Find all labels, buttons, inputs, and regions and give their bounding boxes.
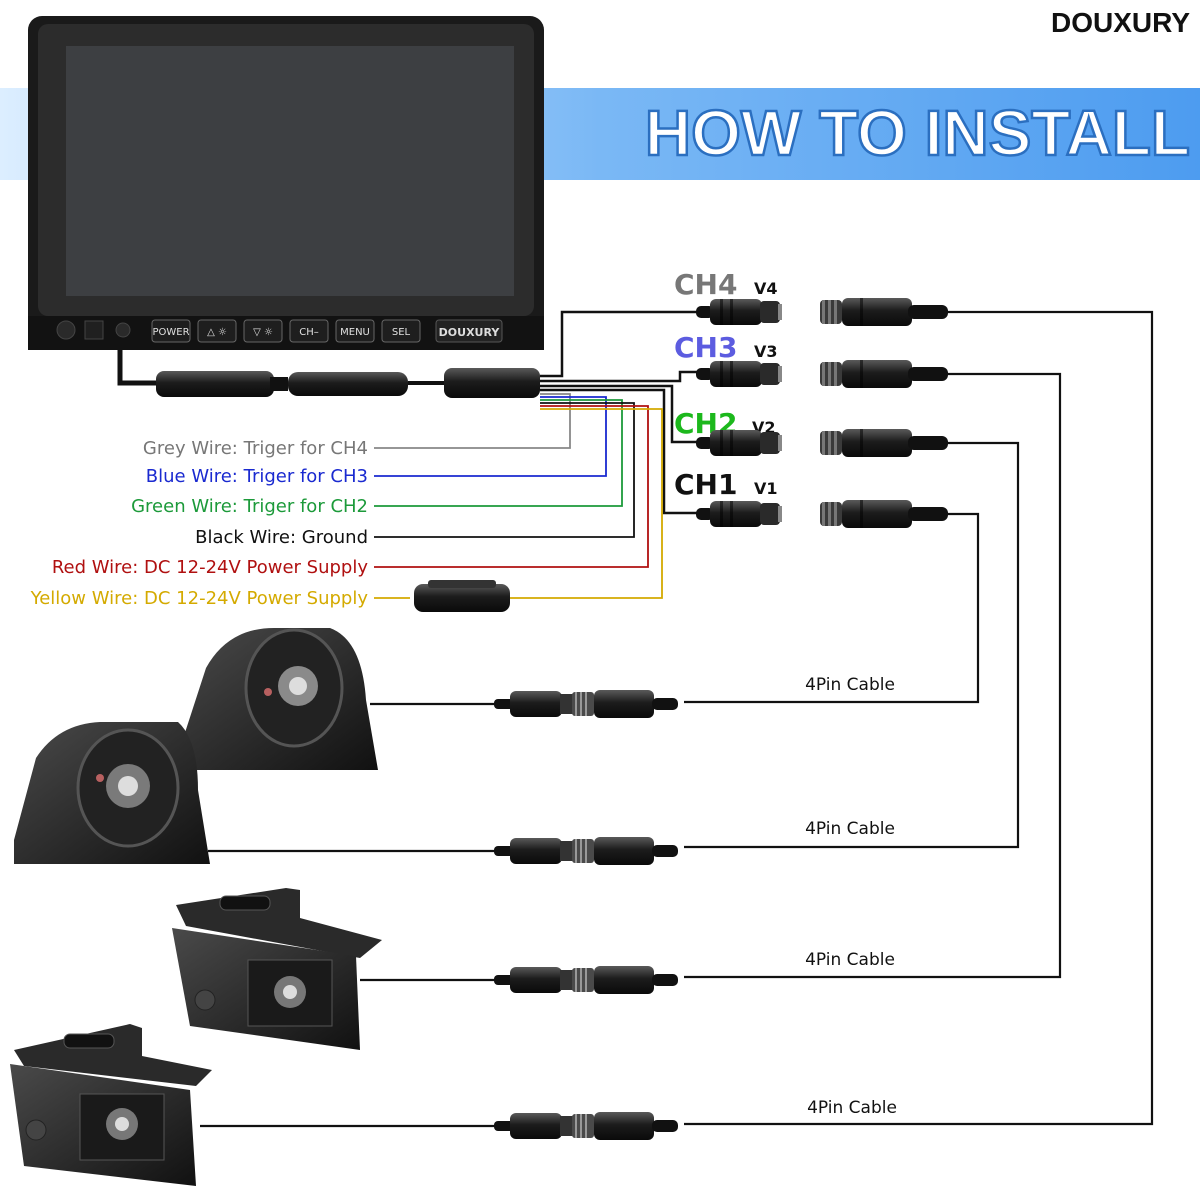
- male-connector: [696, 299, 782, 325]
- wire-label: Grey Wire: Triger for CH4: [143, 438, 368, 459]
- cable-label-group: 4Pin Cable 4Pin Cable 4Pin Cable 4Pin Cable: [805, 675, 897, 1118]
- dome-camera-icon: [14, 722, 210, 864]
- power-button-label: POWER: [152, 327, 189, 338]
- box-camera-icon: [10, 1024, 212, 1186]
- inline-connector-1: [494, 690, 678, 718]
- wire-label: Black Wire: Ground: [195, 527, 368, 548]
- sensor-icon: [56, 320, 76, 340]
- splitter-hub: [444, 368, 540, 398]
- channel-label: CH1: [674, 468, 737, 501]
- inline-connector-4: [494, 1112, 678, 1140]
- brightness-down-button-label: ▽ ☼: [253, 327, 273, 338]
- channel-ch1: CH1 V1: [674, 468, 948, 528]
- brightness-down-button[interactable]: ▽ ☼: [243, 319, 283, 343]
- select-button-label: SEL: [392, 327, 411, 338]
- ir-window-icon: [84, 320, 104, 340]
- channel-ch3: CH3 V3: [674, 331, 948, 388]
- inline-connector-3: [494, 966, 678, 994]
- cable-label: 4Pin Cable: [805, 819, 895, 839]
- cable-label: 4Pin Cable: [805, 675, 895, 695]
- female-connector: [820, 360, 948, 388]
- menu-button-label: MENU: [340, 327, 370, 338]
- wire-label: Green Wire: Triger for CH2: [131, 496, 368, 517]
- monitor-plug-tip: [270, 377, 288, 391]
- brand-logo-text: DOUXURY: [1051, 7, 1190, 38]
- channel-label: CH3: [674, 331, 737, 364]
- cable-label: 4Pin Cable: [805, 950, 895, 970]
- select-button[interactable]: SEL: [381, 319, 421, 343]
- box-camera-icon: [172, 888, 382, 1050]
- menu-button[interactable]: MENU: [335, 319, 375, 343]
- trigger-power-wires: [374, 393, 663, 599]
- video-label: V4: [754, 279, 778, 298]
- extension-connector: [288, 372, 408, 396]
- channel-ch4: CH4 V4: [674, 268, 948, 326]
- brightness-up-button-label: △ ☼: [207, 327, 227, 338]
- cable-runs: [684, 310, 1154, 1126]
- wire-label: Red Wire: DC 12-24V Power Supply: [52, 557, 369, 578]
- video-label: V1: [754, 479, 778, 498]
- monitor-logo-plate: [435, 319, 503, 343]
- led-indicator-icon: [115, 322, 131, 338]
- wire-label: Blue Wire: Triger for CH3: [146, 466, 368, 487]
- female-connector: [820, 500, 948, 528]
- dome-camera-icon: [180, 628, 378, 770]
- monitor-screen: [66, 46, 514, 296]
- camera-cable-lines: [200, 702, 498, 1128]
- monitor-cable: [117, 350, 160, 386]
- brightness-up-button[interactable]: △ ☼: [197, 319, 237, 343]
- cable-label: 4Pin Cable: [807, 1098, 897, 1118]
- male-connector: [696, 501, 782, 527]
- monitor-logo: DOUXURY: [439, 326, 501, 339]
- channel-button[interactable]: CH–: [289, 319, 329, 343]
- monitor-plug: [156, 371, 274, 397]
- monitor-button-group: POWER △ ☼ ▽ ☼ CH– MENU SEL: [151, 319, 421, 343]
- video-label: V3: [754, 342, 778, 361]
- inline-connector-2: [494, 837, 678, 865]
- channel-label: CH4: [674, 268, 737, 301]
- power-button[interactable]: POWER: [151, 319, 191, 343]
- monitor: POWER △ ☼ ▽ ☼ CH– MENU SEL DOUXURY: [28, 16, 544, 350]
- channel-button-label: CH–: [299, 327, 319, 338]
- wire-label: Yellow Wire: DC 12-24V Power Supply: [30, 588, 369, 609]
- female-connector: [820, 429, 948, 457]
- banner-title: HOW TO INSTALL: [645, 97, 1190, 169]
- female-connector: [820, 298, 948, 326]
- male-connector: [696, 361, 782, 387]
- fuse-holder: [414, 580, 510, 612]
- channel-branches: [540, 310, 700, 515]
